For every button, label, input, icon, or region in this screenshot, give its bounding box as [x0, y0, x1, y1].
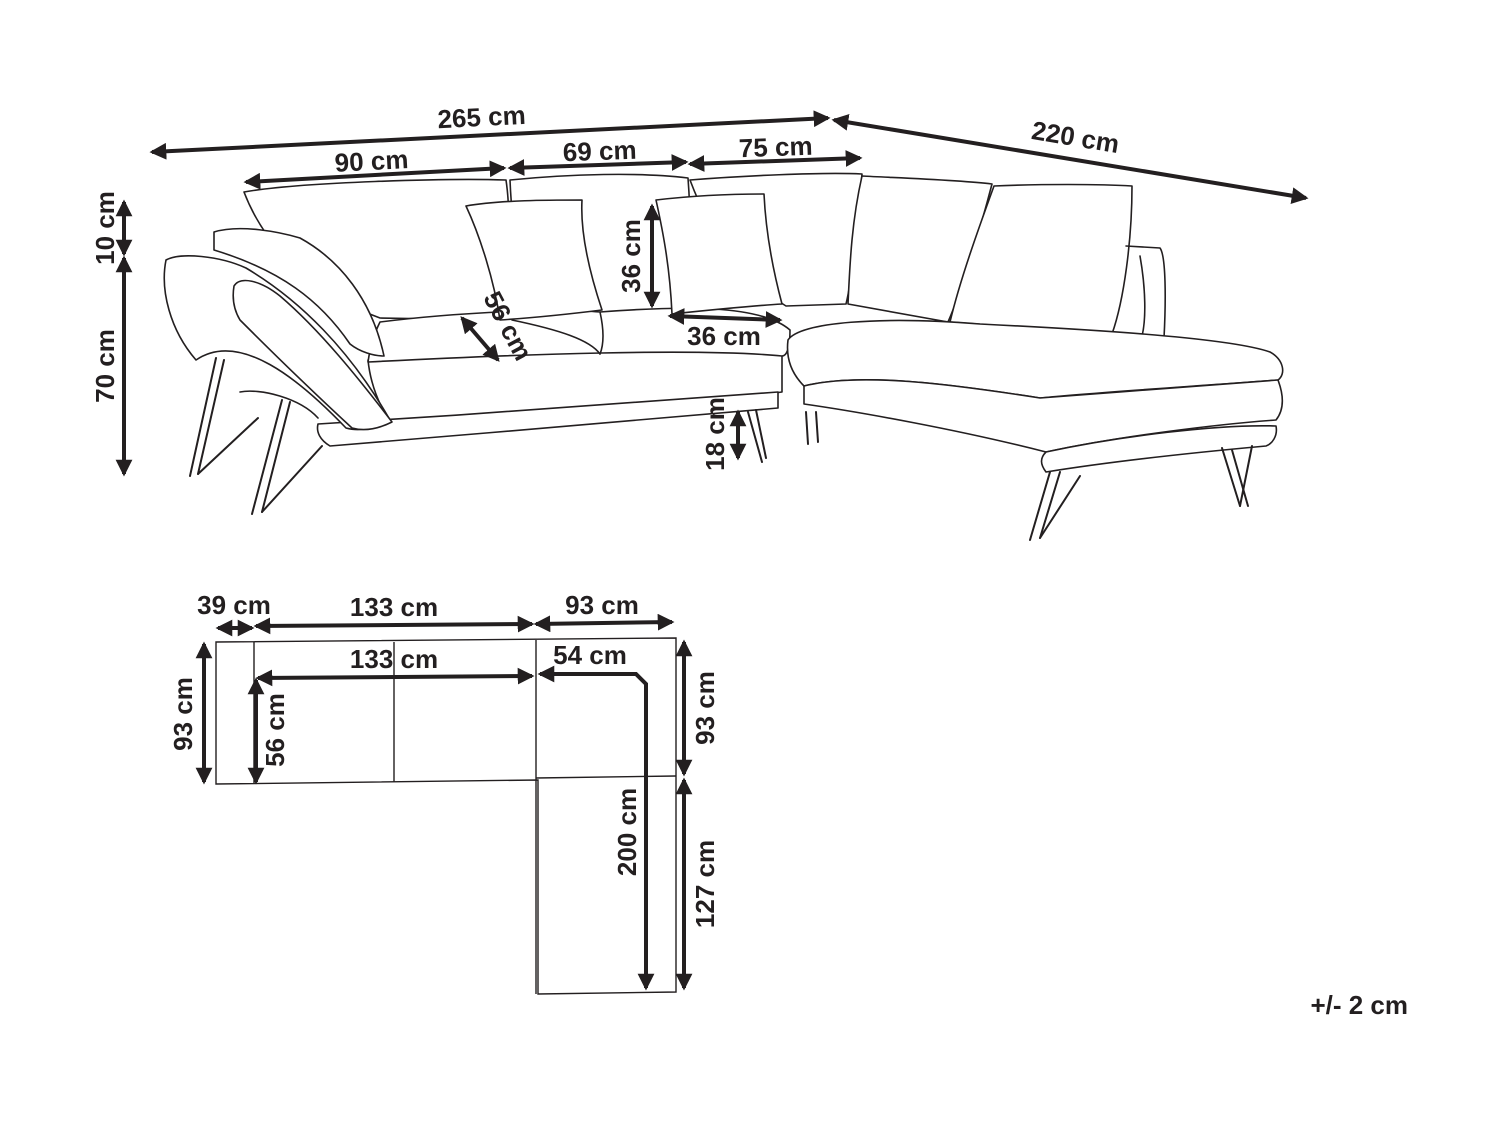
dimension-line-54-200	[537, 665, 655, 991]
dimension-line-90	[243, 160, 507, 190]
label-220cm: 220 cm	[1030, 115, 1122, 159]
dimension-line-133-top	[253, 615, 535, 635]
leg-left-rear	[251, 399, 291, 515]
sofa-perspective-drawing	[163, 172, 1284, 541]
dimension-line-69	[507, 154, 689, 176]
leg-right-rear	[1221, 447, 1249, 507]
label-200cm: 200 cm	[612, 788, 642, 876]
label-133cm-inner: 133 cm	[350, 644, 438, 674]
dimension-line-56-diagonal	[460, 316, 500, 362]
dimension-line-265	[149, 110, 831, 160]
dimension-line-36-horizontal	[667, 308, 783, 328]
label-10cm: 10 cm	[90, 191, 120, 265]
label-133cm-top: 133 cm	[350, 592, 438, 622]
label-90cm: 90 cm	[334, 144, 409, 178]
label-69cm: 69 cm	[562, 135, 637, 168]
dimension-line-133-inner	[255, 667, 535, 687]
perspective-dimensions: 265 cm 220 cm 90 cm 69 cm 75 cm 10 cm 70…	[90, 100, 1309, 477]
label-93cm-right: 93 cm	[690, 671, 720, 745]
throw-pillow-left	[465, 199, 603, 321]
label-54cm: 54 cm	[553, 640, 627, 670]
label-93cm-top: 93 cm	[565, 590, 639, 620]
label-36cm-horizontal: 36 cm	[687, 321, 761, 351]
label-36cm-vertical: 36 cm	[616, 219, 646, 293]
label-93cm-left: 93 cm	[168, 677, 198, 751]
label-75cm: 75 cm	[738, 131, 813, 164]
label-127cm: 127 cm	[690, 840, 720, 928]
dimension-line-93-top	[533, 613, 675, 633]
leg-right-front	[1029, 471, 1061, 541]
lower-frame	[316, 391, 779, 447]
label-265cm: 265 cm	[437, 100, 527, 134]
plan-dimensions: 39 cm 133 cm 93 cm 133 cm 54 cm 200 cm 9…	[168, 590, 720, 991]
tolerance-note: +/- 2 cm	[1310, 990, 1408, 1020]
dimension-line-220	[831, 114, 1309, 204]
leg-middle	[747, 409, 767, 463]
leg-left-front	[189, 357, 225, 477]
right-armrest-frame	[1125, 245, 1166, 339]
label-18cm: 18 cm	[700, 397, 730, 471]
top-view-plan	[215, 637, 677, 995]
plan-outline	[215, 637, 677, 995]
label-39cm: 39 cm	[197, 590, 271, 620]
plan-chaise-divider	[535, 775, 677, 779]
throw-pillow-right	[655, 193, 783, 315]
chaise-base	[803, 378, 1284, 453]
armrest-pillow	[213, 227, 385, 357]
dimension-line-75	[687, 150, 863, 172]
label-56cm: 56 cm	[260, 693, 290, 767]
label-70cm: 70 cm	[90, 329, 120, 403]
